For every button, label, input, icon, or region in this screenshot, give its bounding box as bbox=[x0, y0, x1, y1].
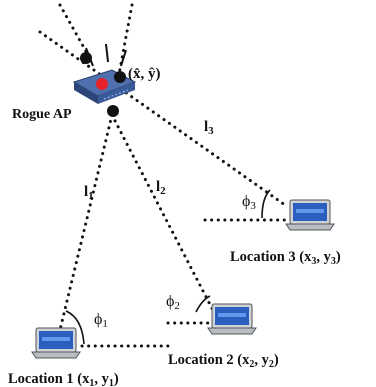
bearing-lines bbox=[38, 3, 292, 348]
bearing-line-loc2 bbox=[110, 113, 220, 322]
distance-label-l3: l3 bbox=[204, 119, 214, 137]
bearing-line-loc1 bbox=[58, 113, 114, 332]
angle-arc-phi2 bbox=[195, 295, 211, 313]
bearing-line-upper-right bbox=[115, 3, 134, 87]
angle-arc-phi3 bbox=[261, 189, 271, 219]
marker-dot-bottom bbox=[107, 105, 119, 117]
laptop-icon-location-1 bbox=[31, 327, 81, 359]
angle-label-phi1: ϕ1 bbox=[94, 311, 108, 330]
angle-arc-phi1 bbox=[65, 310, 85, 345]
angle-label-phi3: ϕ3 bbox=[242, 193, 256, 212]
laptop-icon-location-3 bbox=[285, 199, 335, 231]
bearing-line-loc3 bbox=[38, 30, 287, 207]
location-2-label: Location 2 (x2, y2) bbox=[168, 352, 279, 370]
distance-label-l2: l2 bbox=[156, 179, 166, 197]
estimate-coordinates-label: (x̂, ŷ) bbox=[128, 66, 161, 82]
rogue-ap-label: Rogue AP bbox=[12, 107, 72, 122]
distance-label-l1: l1 bbox=[84, 184, 94, 202]
laptop-icon-location-2 bbox=[207, 303, 257, 335]
marker-dot-right bbox=[114, 71, 126, 83]
bearing-line-upper-left bbox=[58, 3, 94, 64]
position-markers bbox=[80, 52, 126, 117]
location-3-label: Location 3 (x3, y3) bbox=[230, 249, 341, 267]
marker-dot-top bbox=[80, 52, 92, 64]
angle-label-phi2: ϕ2 bbox=[166, 293, 180, 312]
estimate-dot bbox=[96, 78, 108, 90]
location-1-label: Location 1 (x1, y1) bbox=[8, 371, 119, 387]
